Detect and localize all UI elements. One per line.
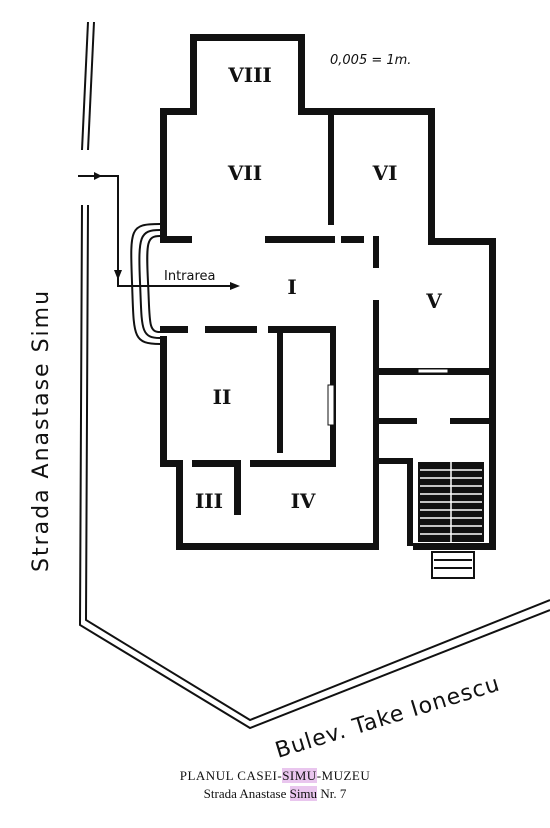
room-label-iv: IV bbox=[291, 489, 316, 513]
service-window bbox=[417, 368, 449, 374]
plan-subtitle: Strada Anastase Simu Nr. 7 bbox=[0, 786, 550, 802]
entrance-label: Intrarea bbox=[164, 269, 216, 284]
entrance-arrow bbox=[78, 172, 240, 290]
corridor-window bbox=[327, 384, 335, 426]
plan-title-before: PLANUL CASEI- bbox=[179, 768, 283, 783]
staircase bbox=[418, 462, 484, 579]
building-walls bbox=[160, 34, 496, 550]
room-label-viii: VIII bbox=[227, 63, 272, 87]
plan-title: PLANUL CASEI-SIMU-MUZEU bbox=[0, 768, 550, 784]
plan-subtitle-after: Nr. 7 bbox=[317, 786, 347, 801]
plan-title-highlight: SIMU bbox=[282, 768, 317, 783]
room-label-iii: III bbox=[195, 489, 223, 513]
plan-subtitle-before: Strada Anastase bbox=[203, 786, 290, 801]
room-label-v: V bbox=[425, 289, 442, 313]
entrance-porch bbox=[130, 223, 161, 345]
plan-subtitle-highlight: Simu bbox=[289, 786, 318, 801]
room-label-ii: II bbox=[213, 385, 232, 409]
street-label-left: Strada Anastase Simu bbox=[29, 289, 54, 572]
site-boundary bbox=[78, 21, 550, 730]
room-label-i: I bbox=[287, 275, 296, 299]
scale-note: 0,005 = 1m. bbox=[330, 53, 411, 68]
room-label-vi: VI bbox=[372, 161, 398, 185]
street-label-bottom: Bulev. Take Ionescu bbox=[272, 672, 503, 764]
plan-title-after: -MUZEU bbox=[316, 768, 371, 783]
room-label-vii: VII bbox=[227, 161, 262, 185]
